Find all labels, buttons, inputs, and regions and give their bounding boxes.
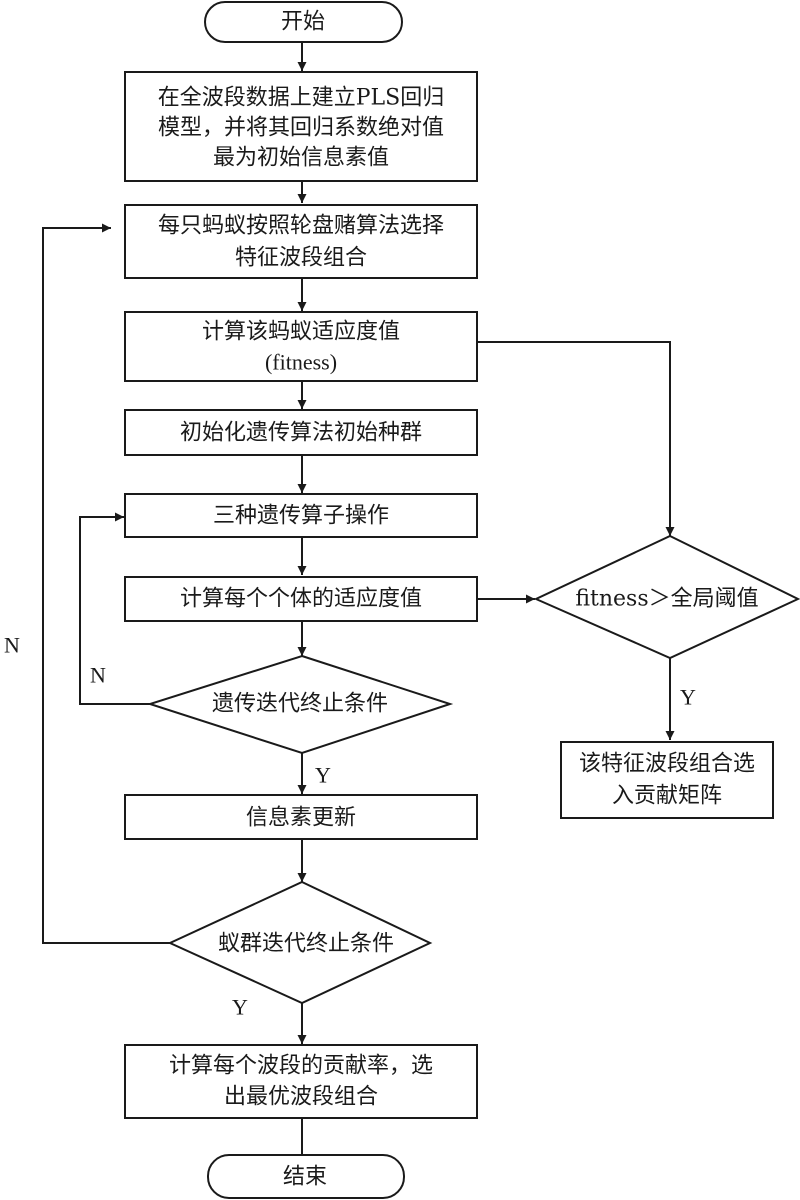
init-pls-box xyxy=(124,71,478,182)
node-aco-stop: 蚁群迭代终止条件 xyxy=(167,880,433,1005)
pheromone-update-label: 信息素更新 xyxy=(246,806,356,831)
ant-fitness-line-2: (fitness) xyxy=(265,350,337,375)
pheromone-update-box xyxy=(124,794,478,840)
ga-fitness-box xyxy=(124,576,478,622)
ga-fitness-label: 计算每个个体的适应度值 xyxy=(180,587,422,612)
ga-ops-label: 三种遗传算子操作 xyxy=(213,504,389,529)
node-ant-fitness: 计算该蚂蚁适应度值 (fitness) xyxy=(124,311,478,382)
ga-no-label: N xyxy=(90,663,106,688)
ga-stop-diamond xyxy=(146,654,454,755)
aco-stop-diamond xyxy=(167,880,433,1005)
init-pls-line-1: 在全波段数据上建立PLS回归 xyxy=(158,86,444,111)
init-pls-line-2: 模型，并将其回归系数绝对值 xyxy=(158,116,444,141)
ant-fitness-box xyxy=(124,311,478,382)
threshold-diamond xyxy=(533,534,800,660)
branch-labels: N Y N Y Y xyxy=(4,633,696,1020)
ant-fitness-line-1: 计算该蚂蚁适应度值 xyxy=(202,320,400,345)
ga-ops-box xyxy=(124,493,478,538)
node-threshold: fitness＞全局阈值 xyxy=(533,534,800,660)
node-ant-select: 每只蚂蚁按照轮盘赌算法选择 特征波段组合 xyxy=(124,204,478,279)
edge-gastop-no-loop xyxy=(79,512,150,705)
contribution-line-2: 出最优波段组合 xyxy=(224,1085,378,1110)
connectors xyxy=(42,42,675,1165)
node-end: 结束 xyxy=(207,1154,405,1199)
aco-stop-label: 蚁群迭代终止条件 xyxy=(218,932,394,957)
node-init-pls: 在全波段数据上建立PLS回归 模型，并将其回归系数绝对值 最为初始信息素值 xyxy=(124,71,478,182)
ant-select-line-1: 每只蚂蚁按照轮盘赌算法选择 xyxy=(158,214,444,239)
matrix-box xyxy=(560,741,774,819)
end-label: 结束 xyxy=(283,1165,327,1190)
edge-acostop-no-loop xyxy=(42,223,170,944)
node-ga-fitness: 计算每个个体的适应度值 xyxy=(124,576,478,622)
contribution-line-1: 计算每个波段的贡献率，选 xyxy=(169,1054,433,1079)
node-start: 开始 xyxy=(204,1,403,43)
contribution-box xyxy=(124,1044,478,1119)
aco-yes-label: Y xyxy=(232,995,248,1020)
edge-fitness-to-threshold xyxy=(477,341,675,536)
matrix-line-2: 入贡献矩阵 xyxy=(612,784,722,809)
ga-init-label: 初始化遗传算法初始种群 xyxy=(180,421,422,446)
ga-yes-label: Y xyxy=(315,763,331,788)
node-contribution: 计算每个波段的贡献率，选 出最优波段组合 xyxy=(124,1044,478,1119)
ga-init-box xyxy=(124,409,478,456)
node-matrix: 该特征波段组合选 入贡献矩阵 xyxy=(560,741,774,819)
ant-select-box xyxy=(124,204,478,279)
ga-stop-label: 遗传迭代终止条件 xyxy=(212,692,388,717)
node-pheromone-update: 信息素更新 xyxy=(124,794,478,840)
threshold-label: fitness＞全局阈值 xyxy=(575,587,758,612)
init-pls-line-3: 最为初始信息素值 xyxy=(213,146,389,171)
matrix-line-1: 该特征波段组合选 xyxy=(579,752,755,777)
ant-select-line-2: 特征波段组合 xyxy=(235,246,367,271)
threshold-yes-label: Y xyxy=(680,685,696,710)
node-ga-init: 初始化遗传算法初始种群 xyxy=(124,409,478,456)
node-ga-ops: 三种遗传算子操作 xyxy=(124,493,478,538)
end-terminal xyxy=(207,1154,405,1199)
start-terminal xyxy=(204,1,403,43)
node-ga-stop: 遗传迭代终止条件 xyxy=(146,654,454,755)
aco-no-label: N xyxy=(4,633,20,658)
start-label: 开始 xyxy=(281,10,325,35)
